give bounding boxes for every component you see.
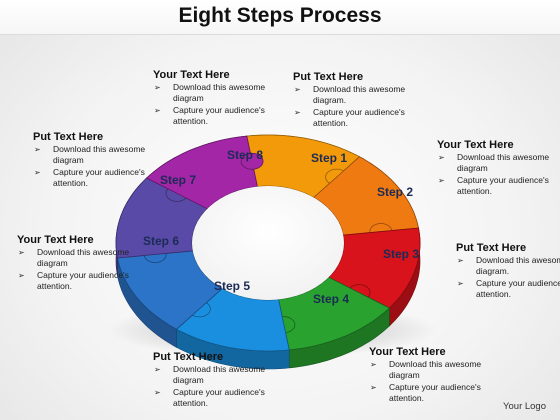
text-box-heading: Put Text Here	[456, 242, 527, 254]
text-box-8: Put Text Here ➢Download this awesome dia…	[33, 131, 151, 189]
step-2-segment	[313, 156, 419, 236]
text-box-heading: Your Text Here	[369, 346, 446, 358]
step-6-label: Step 6	[143, 234, 179, 248]
text-box-4: Put Text Here ➢Download this awesome dia…	[456, 242, 560, 300]
text-box-2: Put Text Here ➢Download this awesome dia…	[293, 71, 411, 129]
text-box-bullet: ➢Download this awesome diagram	[34, 144, 146, 166]
text-box-bullet: ➢Download this awesome diagram	[154, 364, 266, 386]
text-box-heading: Put Text Here	[33, 131, 104, 143]
text-box-bullet: ➢Capture your audience's attention.	[370, 381, 481, 403]
text-box-bullet: ➢Download this awesome diagram	[154, 82, 266, 104]
step-5-label: Step 5	[214, 279, 250, 293]
step-7-label: Step 7	[160, 173, 196, 187]
text-box-bullet: ➢Capture your audience's attention.	[34, 166, 145, 188]
arrow-bullet-icon: ➢	[438, 153, 445, 162]
text-box-heading: Your Text Here	[17, 234, 94, 246]
text-box-heading: Your Text Here	[437, 139, 514, 151]
arrow-bullet-icon: ➢	[18, 248, 25, 257]
text-box-bullet: ➢Capture your audience's attention.	[438, 174, 549, 196]
text-box-heading: Your Text Here	[153, 69, 230, 81]
step-8-puzzle-tab	[240, 152, 264, 170]
arrow-bullet-icon: ➢	[34, 145, 41, 154]
step-2-label: Step 2	[377, 185, 413, 199]
arrow-bullet-icon: ➢	[154, 387, 161, 397]
ring-hole	[192, 186, 344, 300]
arrow-bullet-icon: ➢	[18, 270, 25, 280]
arrow-bullet-icon: ➢	[294, 107, 301, 117]
text-box-bullet: ➢Download this awesome diagram	[438, 152, 550, 174]
text-box-5: Your Text Here ➢Download this awesome di…	[369, 346, 487, 404]
text-box-bullet: ➢Capture your audience's attention.	[154, 386, 265, 408]
text-box-bullet: ➢Capture your audience's attention.	[457, 277, 560, 299]
text-box-bullet: ➢Download this awesome diagram.	[294, 84, 406, 106]
logo-text: Your Logo	[503, 401, 546, 412]
arrow-bullet-icon: ➢	[34, 167, 41, 177]
step-1-label: Step 1	[311, 151, 347, 165]
ring-step-labels: Step 1 Step 2 Step 3 Step 4 Step 5 Step 6 Step…	[143, 148, 419, 306]
text-box-bullet: ➢Download this awesome diagram.	[457, 255, 560, 277]
arrow-bullet-icon: ➢	[154, 105, 161, 115]
text-box-bullet: ➢Capture your audience's attention.	[154, 104, 265, 126]
text-box-bullet: ➢Download this awesome diagram	[370, 359, 482, 381]
arrow-bullet-icon: ➢	[294, 85, 301, 94]
step-8-label: Step 8	[227, 148, 263, 162]
title-bar	[0, 0, 560, 35]
text-box-heading: Put Text Here	[293, 71, 364, 83]
text-box-6: Put Text Here ➢Download this awesome dia…	[153, 351, 271, 409]
arrow-bullet-icon: ➢	[154, 83, 161, 92]
page-title: Eight Steps Process	[178, 4, 382, 27]
ring-segments	[115, 134, 421, 352]
step-6-segment	[117, 250, 223, 330]
text-box-heading: Put Text Here	[153, 351, 224, 363]
arrow-bullet-icon: ➢	[154, 365, 161, 374]
text-box-bullet: ➢Capture your audience's attention.	[294, 106, 405, 128]
text-box-3: Your Text Here ➢Download this awesome di…	[437, 139, 555, 197]
arrow-bullet-icon: ➢	[457, 256, 464, 265]
text-box-bullet: ➢Download this awesome diagram	[18, 247, 130, 269]
step-3-label: Step 3	[383, 247, 419, 261]
arrow-bullet-icon: ➢	[438, 175, 445, 185]
text-box-1: Your Text Here ➢Download this awesome di…	[153, 69, 271, 127]
arrow-bullet-icon: ➢	[370, 360, 377, 369]
step-4-label: Step 4	[313, 292, 349, 306]
text-box-bullet: ➢Capture your audience's attention.	[18, 269, 129, 291]
arrow-bullet-icon: ➢	[457, 278, 464, 288]
arrow-bullet-icon: ➢	[370, 382, 377, 392]
text-box-7: Your Text Here ➢Download this awesome di…	[17, 234, 135, 292]
